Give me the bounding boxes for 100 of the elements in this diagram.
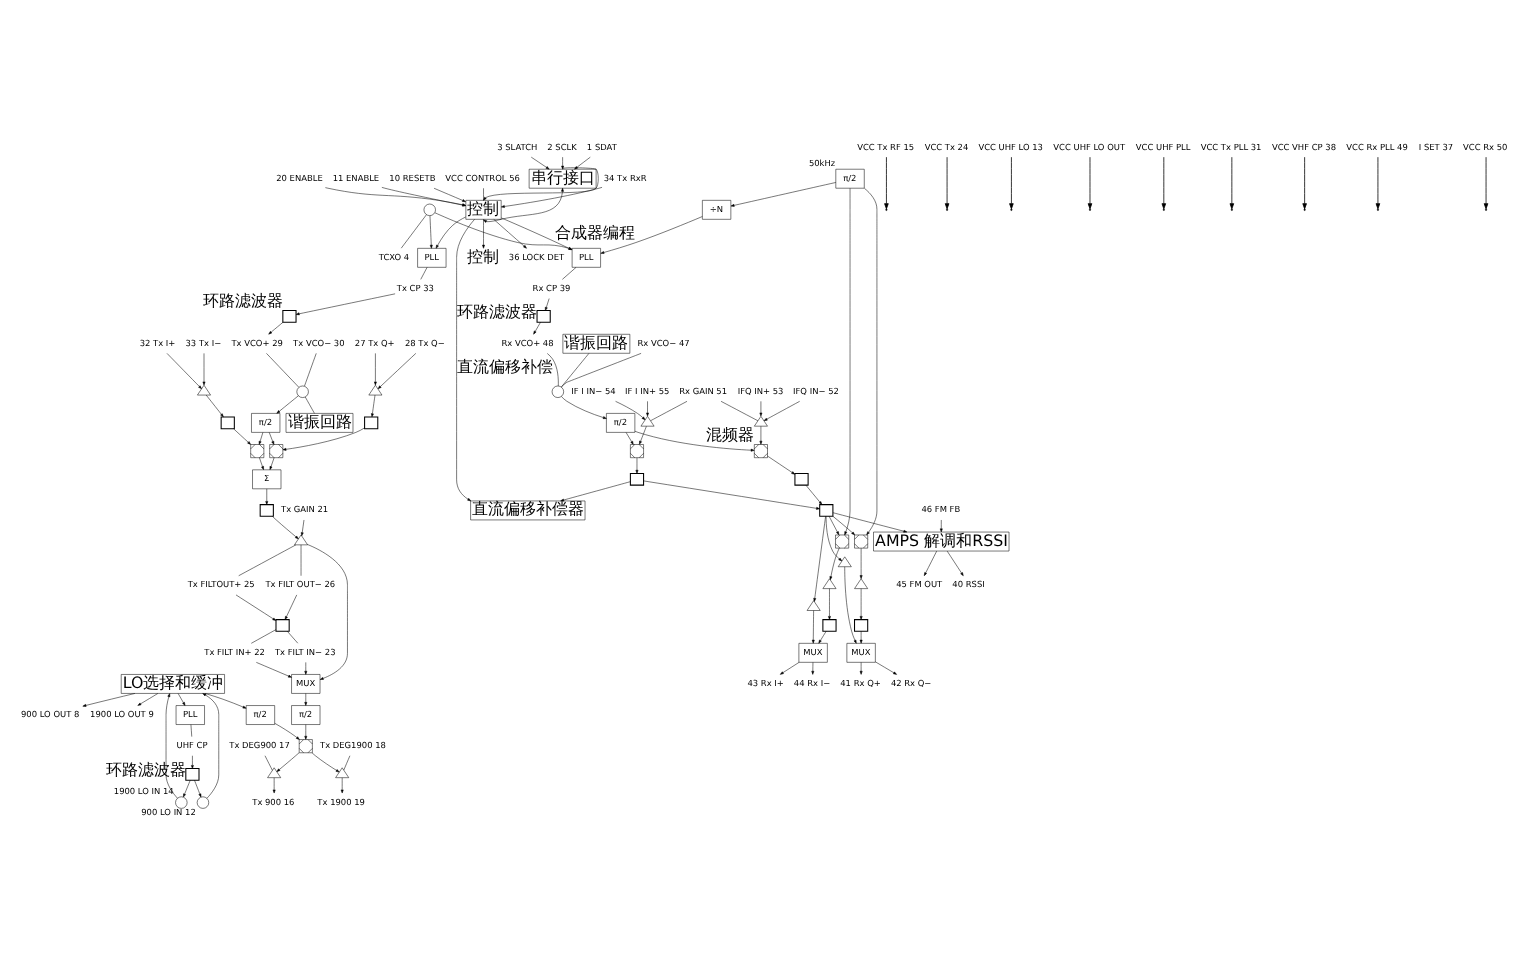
arrow xyxy=(615,401,646,421)
arrow xyxy=(268,432,275,445)
node-box xyxy=(629,473,645,486)
arrow xyxy=(530,156,550,170)
connector xyxy=(483,188,484,201)
arrow xyxy=(875,661,897,675)
arrow xyxy=(377,353,417,389)
arrow xyxy=(268,321,284,335)
arrow xyxy=(939,519,943,533)
arrow xyxy=(1302,156,1307,210)
arrow xyxy=(272,516,299,540)
arrow xyxy=(533,321,541,335)
arrow xyxy=(295,293,396,316)
arrow xyxy=(300,519,305,537)
arrow xyxy=(202,353,206,386)
node-circle xyxy=(296,385,309,398)
arrow xyxy=(1087,156,1093,210)
arrow xyxy=(763,401,800,421)
arrow xyxy=(574,156,591,170)
arrow xyxy=(828,588,831,620)
node-box xyxy=(794,473,809,486)
arrow xyxy=(194,780,202,798)
arrow xyxy=(946,550,964,576)
arrow xyxy=(374,353,377,386)
arrow xyxy=(1229,156,1235,210)
arrow xyxy=(561,156,564,170)
connector xyxy=(287,631,299,644)
node-circle xyxy=(175,796,188,809)
arrow xyxy=(340,777,344,794)
arrow xyxy=(304,724,308,740)
arrow xyxy=(825,516,843,562)
arrow xyxy=(259,457,264,470)
arrow xyxy=(859,547,863,579)
arrow xyxy=(844,188,851,536)
arrow xyxy=(435,216,466,249)
arrow xyxy=(635,457,639,474)
arrow xyxy=(759,426,763,445)
arrow xyxy=(204,693,247,709)
node-box xyxy=(819,504,834,517)
arrow xyxy=(282,427,365,451)
arrow xyxy=(832,512,908,533)
arrow xyxy=(639,426,647,445)
arrow xyxy=(923,550,937,576)
arrow xyxy=(235,594,277,621)
arrow xyxy=(561,396,607,419)
arrow xyxy=(483,167,599,201)
arrow xyxy=(780,662,800,675)
arrow xyxy=(205,394,224,418)
arrow xyxy=(371,394,376,418)
arrow xyxy=(483,187,564,223)
arrow xyxy=(482,219,485,249)
arrow xyxy=(202,693,220,799)
arrow xyxy=(646,401,649,417)
arrow xyxy=(276,752,300,772)
node-box xyxy=(854,619,869,632)
arrow xyxy=(643,480,820,510)
arrow xyxy=(560,481,631,502)
arrow xyxy=(165,693,178,799)
node-box xyxy=(220,416,235,430)
node-circle xyxy=(196,796,210,809)
arrow xyxy=(1375,156,1381,210)
arrow xyxy=(304,662,308,675)
arrow xyxy=(493,219,527,249)
arrow xyxy=(730,182,837,207)
arrow xyxy=(233,428,251,445)
arrow xyxy=(256,662,292,678)
arrow xyxy=(811,610,815,644)
arrow xyxy=(767,455,796,475)
connector xyxy=(251,629,277,644)
arrow xyxy=(177,693,186,706)
arrow xyxy=(304,693,308,706)
arrow xyxy=(864,188,878,536)
arrow xyxy=(311,752,340,773)
arrow xyxy=(805,484,823,505)
arrow xyxy=(625,432,634,445)
arrow xyxy=(828,516,840,536)
arrow xyxy=(456,219,475,502)
arrow xyxy=(183,780,191,798)
arrow xyxy=(811,662,815,675)
arrow xyxy=(1009,156,1014,210)
arrow xyxy=(545,298,550,311)
arrow xyxy=(832,516,855,536)
node-box xyxy=(364,416,379,430)
arrow xyxy=(1161,156,1167,210)
node-box xyxy=(275,619,290,632)
node-circle xyxy=(551,385,564,398)
node-circle xyxy=(423,203,436,216)
arrow xyxy=(829,547,840,581)
arrow xyxy=(137,693,159,706)
arrow xyxy=(859,588,863,620)
arrow xyxy=(429,215,433,249)
arrow xyxy=(272,777,276,794)
node-box xyxy=(282,310,297,323)
arrow xyxy=(818,631,827,644)
arrow xyxy=(269,457,275,470)
arrow xyxy=(191,755,194,769)
arrow xyxy=(600,216,703,254)
arrow xyxy=(433,188,466,202)
node-triangle xyxy=(854,578,868,589)
arrow xyxy=(82,693,136,707)
